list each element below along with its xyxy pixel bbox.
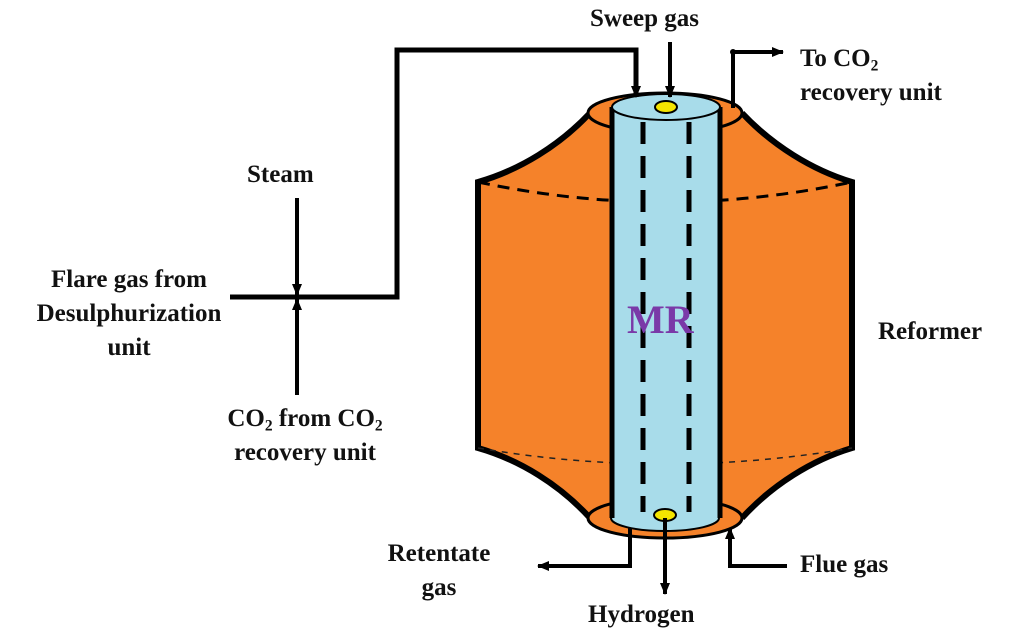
- flue-gas-label: Flue gas: [800, 551, 889, 578]
- shell-outline-right: [739, 110, 855, 521]
- reformer-label: Reformer: [878, 318, 983, 345]
- to-co2-label: To CO2 recovery unit: [800, 45, 942, 106]
- retentate-gas-label: Retentate gas: [387, 540, 491, 601]
- flue-gas-arrow: [725, 527, 787, 568]
- steam-label: Steam: [247, 161, 314, 188]
- mr-label: MR: [627, 297, 694, 342]
- feed-line: [230, 47, 641, 300]
- co2-outlet-arrow: [731, 47, 784, 108]
- sweep-gas-label: Sweep gas: [590, 5, 700, 32]
- membrane-tube: [612, 107, 720, 518]
- hydrogen-label: Hydrogen: [588, 601, 695, 628]
- co2-from-label: CO2 from CO2 recovery unit: [227, 405, 383, 466]
- shell-outline-left: [475, 110, 593, 521]
- flare-gas-label: Flare gas from Desulphurization unit: [36, 266, 222, 361]
- retentate-arrow: [537, 528, 632, 571]
- top-port: [654, 100, 678, 114]
- shell-dashed-bottom: [477, 447, 853, 465]
